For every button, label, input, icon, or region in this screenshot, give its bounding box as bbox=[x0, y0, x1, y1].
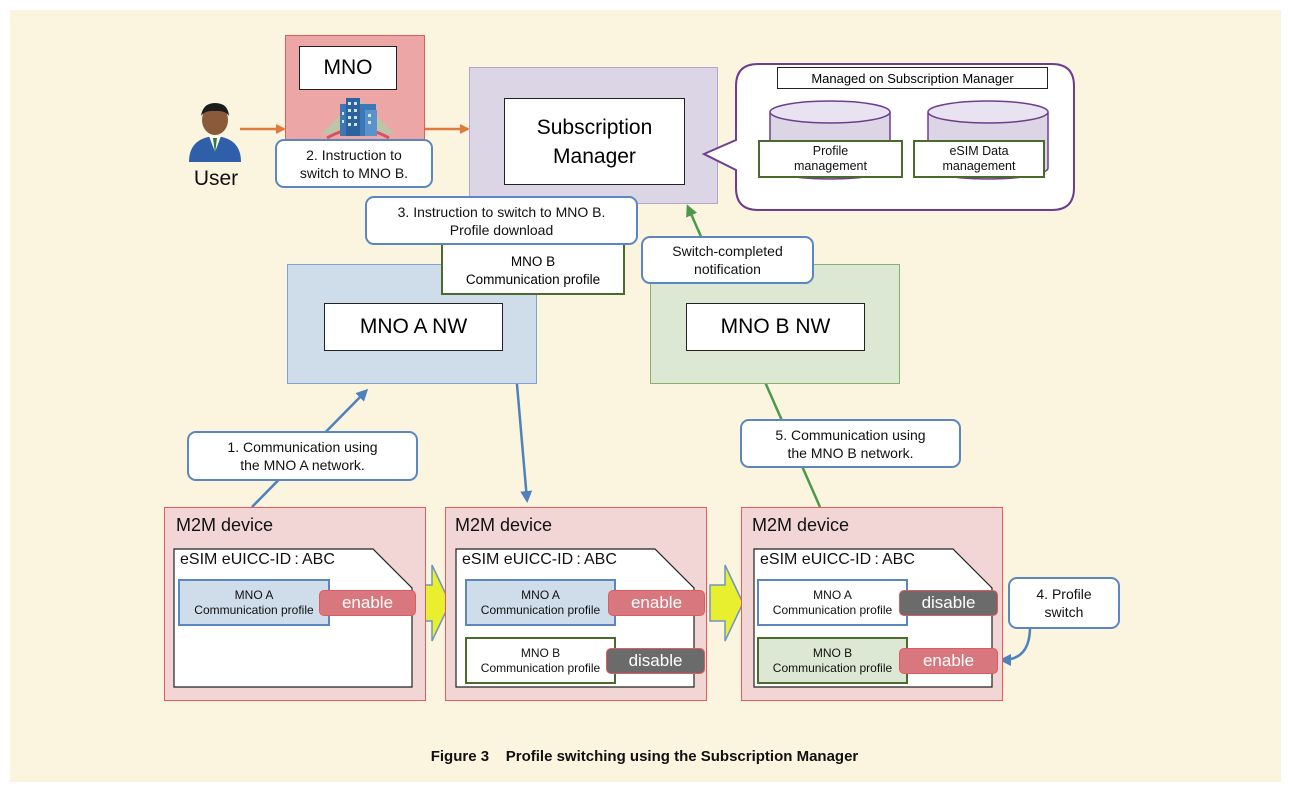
callout-communication-mno-b: 5. Communication using the MNO B network… bbox=[740, 419, 961, 468]
status-badge-enable: enable bbox=[899, 648, 998, 674]
managed-title: Managed on Subscription Manager bbox=[777, 67, 1048, 89]
subscription-manager-label: Subscription Manager bbox=[504, 98, 685, 185]
profile-type: Communication profile bbox=[772, 602, 893, 617]
arrow-profile-switch bbox=[999, 626, 1032, 666]
esim-label: eSIM eUICC-ID : ABC bbox=[180, 551, 335, 568]
callout-instruction-profile-download: 3. Instruction to switch to MNO B. Profi… bbox=[365, 196, 638, 245]
device-title: M2M device bbox=[752, 515, 850, 535]
transition-arrow-2 bbox=[709, 564, 744, 642]
profile-name: MNO B bbox=[520, 645, 561, 660]
profile-type: Communication profile bbox=[194, 602, 314, 617]
callout-profile-switch: 4. Profile switch bbox=[1008, 577, 1120, 629]
mno-label: MNO bbox=[299, 46, 397, 90]
device-title: M2M device bbox=[455, 515, 553, 535]
profile-mno-a: MNO A Communication profile bbox=[757, 579, 908, 626]
status-badge-enable: enable bbox=[319, 590, 416, 616]
figure-caption: Figure 3 Profile switching using the Sub… bbox=[430, 748, 859, 765]
user-label: User bbox=[193, 167, 239, 190]
profile-mno-a: MNO A Communication profile bbox=[465, 579, 616, 626]
user-icon bbox=[189, 103, 241, 162]
profile-type: Communication profile bbox=[480, 660, 601, 675]
callout-communication-mno-a: 1. Communication using the MNO A network… bbox=[187, 431, 418, 481]
profile-mno-b: MNO B Communication profile bbox=[757, 637, 908, 684]
esim-label: eSIM eUICC-ID : ABC bbox=[760, 551, 915, 568]
status-badge-enable: enable bbox=[608, 590, 705, 616]
mno-b-communication-profile-box: MNO B Communication profile bbox=[441, 238, 625, 295]
mno-b-nw-label: MNO B NW bbox=[686, 303, 865, 351]
esim-label: eSIM eUICC-ID : ABC bbox=[462, 551, 617, 568]
building-icon bbox=[321, 98, 395, 140]
db-esim-data-management: eSIM Data management bbox=[913, 140, 1045, 178]
callout-instruction-to-switch: 2. Instruction to switch to MNO B. bbox=[275, 139, 433, 188]
profile-mno-a: MNO A Communication profile bbox=[178, 579, 330, 626]
db-profile-management: Profile management bbox=[758, 140, 903, 178]
status-badge-disable: disable bbox=[899, 590, 998, 616]
profile-name: MNO A bbox=[234, 587, 274, 602]
profile-mno-b: MNO B Communication profile bbox=[465, 637, 616, 684]
profile-name: MNO B bbox=[812, 645, 853, 660]
profile-type: Communication profile bbox=[480, 602, 601, 617]
profile-name: MNO A bbox=[813, 587, 852, 602]
status-badge-disable: disable bbox=[606, 648, 705, 674]
profile-name: MNO A bbox=[521, 587, 560, 602]
profile-type: Communication profile bbox=[772, 660, 893, 675]
mno-a-nw-label: MNO A NW bbox=[324, 303, 503, 351]
callout-switch-completed: Switch-completed notification bbox=[641, 236, 814, 284]
device-title: M2M device bbox=[176, 515, 274, 535]
